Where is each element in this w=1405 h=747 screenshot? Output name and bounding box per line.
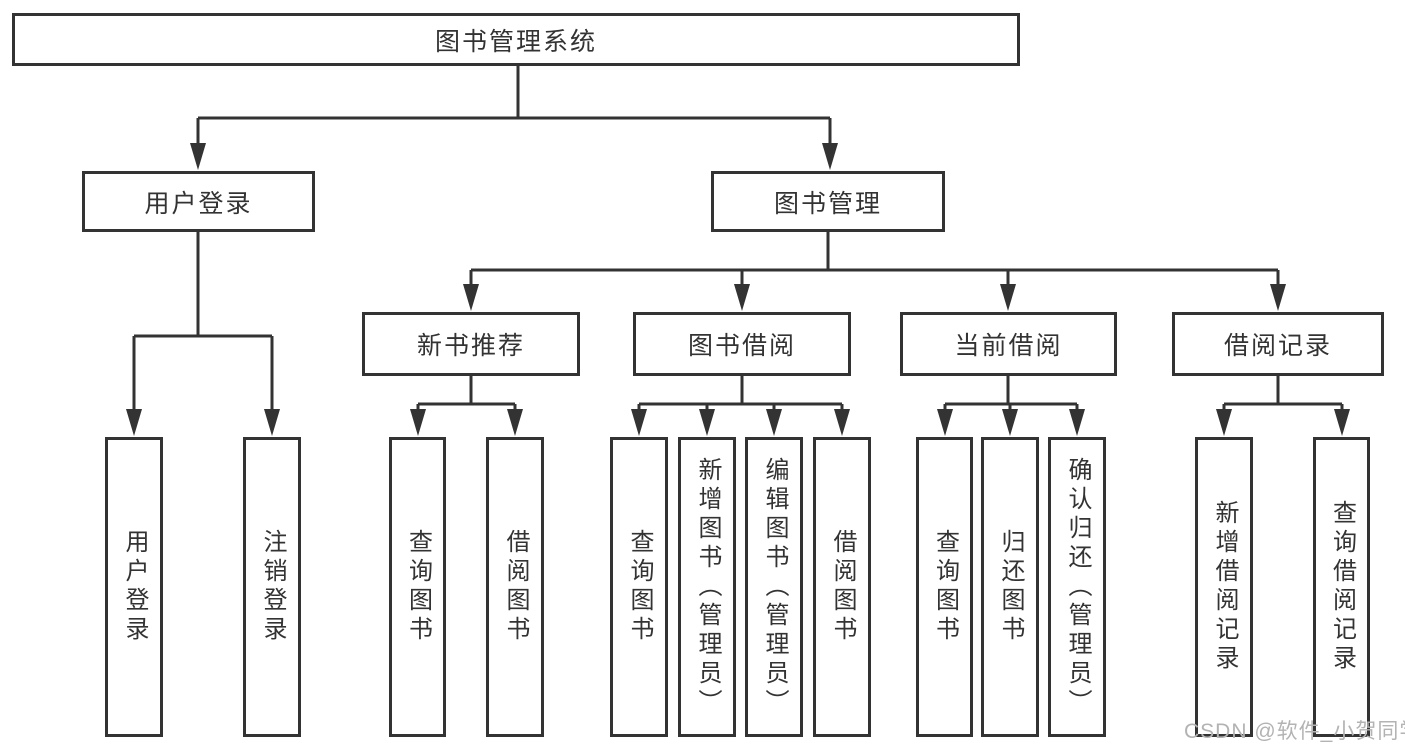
- arrowhead-icon: [937, 409, 953, 436]
- leaf-query-books-borrow: 查询图书: [610, 437, 668, 737]
- connector-book-borrow: [637, 376, 844, 412]
- arrowhead-icon: [1002, 409, 1018, 436]
- node-root-label: 图书管理系统: [434, 27, 597, 56]
- leaf-add-borrow-record-label: 新增借阅记录: [1211, 500, 1238, 674]
- node-current-borrow: 当前借阅: [900, 312, 1117, 376]
- node-new-book-recommend: 新书推荐: [362, 312, 580, 376]
- node-current-borrow-label: 当前借阅: [954, 332, 1063, 360]
- arrowhead-icon: [410, 409, 426, 436]
- arrowhead-icon: [507, 409, 523, 436]
- arrowhead-icon: [1069, 409, 1085, 436]
- leaf-query-books-current: 查询图书: [916, 437, 973, 737]
- leaf-edit-book-admin: 编辑图书（管理员）: [745, 437, 803, 737]
- leaf-add-book-admin: 新增图书（管理员）: [678, 437, 736, 737]
- node-book-borrow: 图书借阅: [633, 312, 851, 376]
- leaf-borrow-books-recommend-label: 借阅图书: [502, 529, 529, 645]
- leaf-confirm-return-admin-label: 确认归还（管理员）: [1064, 456, 1091, 718]
- connector-user-login: [132, 231, 274, 412]
- connector-borrow-records: [1222, 376, 1344, 412]
- arrowhead-icon: [190, 143, 206, 170]
- leaf-add-book-admin-label: 新增图书（管理员）: [694, 456, 721, 718]
- arrowhead-icon: [1000, 284, 1016, 311]
- connector-book-management: [469, 231, 1280, 288]
- leaf-user-login-label: 用户登录: [121, 529, 148, 645]
- node-user-login: 用户登录: [82, 171, 315, 232]
- arrowhead-icon: [1270, 284, 1286, 311]
- leaf-query-books-recommend: 查询图书: [389, 437, 446, 737]
- leaf-query-borrow-record-label: 查询借阅记录: [1328, 500, 1356, 674]
- leaf-query-borrow-record: 查询借阅记录: [1313, 437, 1370, 737]
- node-new-book-recommend-label: 新书推荐: [416, 332, 525, 360]
- node-book-management-label: 图书管理: [773, 189, 882, 218]
- leaf-borrow-books-borrow-label: 借阅图书: [829, 529, 856, 645]
- node-book-borrow-label: 图书借阅: [687, 332, 796, 360]
- leaf-logout: 注销登录: [243, 437, 301, 737]
- connector-root: [196, 64, 832, 146]
- node-book-management: 图书管理: [711, 171, 945, 232]
- leaf-logout-label: 注销登录: [259, 529, 286, 645]
- arrowhead-icon: [126, 409, 142, 436]
- leaf-add-borrow-record: 新增借阅记录: [1195, 437, 1253, 737]
- leaf-edit-book-admin-label: 编辑图书（管理员）: [761, 456, 788, 718]
- arrowhead-icon: [699, 409, 715, 436]
- leaf-user-login: 用户登录: [105, 437, 163, 737]
- arrowhead-icon: [631, 409, 647, 436]
- leaf-query-books-recommend-label: 查询图书: [404, 529, 432, 645]
- arrowhead-icon: [463, 284, 479, 311]
- node-borrow-records: 借阅记录: [1172, 312, 1384, 376]
- arrowhead-icon: [734, 284, 750, 311]
- leaf-return-book: 归还图书: [981, 437, 1039, 737]
- connector-current-borrow: [943, 376, 1079, 412]
- arrowhead-icon: [822, 143, 838, 170]
- leaf-query-books-borrow-label: 查询图书: [626, 529, 653, 645]
- leaf-borrow-books-borrow: 借阅图书: [813, 437, 871, 737]
- leaf-borrow-books-recommend: 借阅图书: [486, 437, 544, 737]
- arrowhead-icon: [766, 409, 782, 436]
- leaf-confirm-return-admin: 确认归还（管理员）: [1048, 437, 1106, 737]
- leaf-return-book-label: 归还图书: [997, 529, 1024, 645]
- leaf-query-books-current-label: 查询图书: [931, 529, 959, 645]
- csdn-watermark: CSDN @软件_小贺同学: [1184, 720, 1405, 743]
- connector-new-book-recommend: [416, 376, 517, 412]
- arrowhead-icon: [1216, 409, 1232, 436]
- arrowhead-icon: [834, 409, 850, 436]
- arrowhead-icon: [1334, 409, 1350, 436]
- node-borrow-records-label: 借阅记录: [1223, 332, 1332, 360]
- node-user-login-label: 用户登录: [144, 189, 253, 218]
- arrowhead-icon: [264, 409, 280, 436]
- node-root: 图书管理系统: [12, 13, 1020, 66]
